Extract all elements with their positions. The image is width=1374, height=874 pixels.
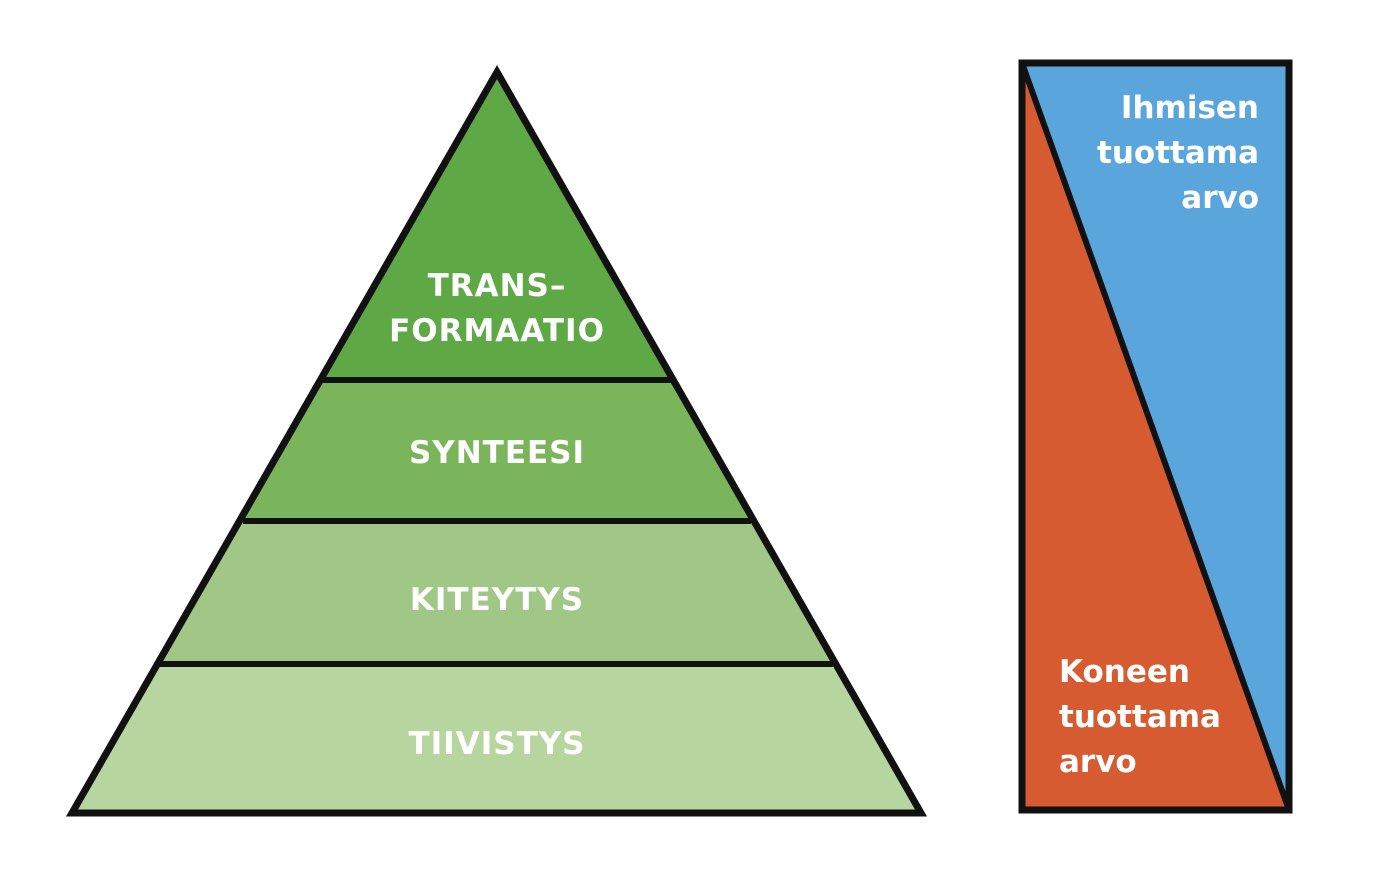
human-value-label-line-2: tuottama [1097, 135, 1259, 171]
pyramid-tier-synteesi [243, 380, 751, 521]
level-label-transformaatio-line-2: FORMAATIO [389, 313, 605, 349]
machine-value-label-line-1: Koneen [1059, 654, 1190, 690]
pyramid-tier-transformaatio [323, 72, 671, 380]
machine-value-label-line-3: arvo [1059, 744, 1137, 780]
level-label-tiivistys: TIIVISTYS [409, 726, 586, 762]
level-label-transformaatio-line-1: TRANS– [428, 268, 567, 304]
pyramid-tier-tiivistys [72, 664, 921, 813]
pyramid-outline [65, 64, 928, 817]
pyramid: TRANS– FORMAATIO SYNTEESI KITEYTYS TIIVI… [65, 64, 928, 817]
human-value-label-line-3: arvo [1181, 180, 1259, 216]
machine-value-label-line-2: tuottama [1059, 699, 1221, 735]
human-value-label-line-1: Ihmisen [1121, 90, 1259, 126]
level-label-synteesi: SYNTEESI [409, 435, 585, 471]
value-split-frame [1018, 59, 1293, 814]
pyramid-tier-kiteytys [160, 521, 833, 664]
level-label-kiteytys: KITEYTYS [410, 582, 584, 618]
value-split-box: Ihmisen tuottama arvo Koneen tuottama ar… [1018, 59, 1293, 814]
value-split-diagonal [1019, 61, 1292, 812]
